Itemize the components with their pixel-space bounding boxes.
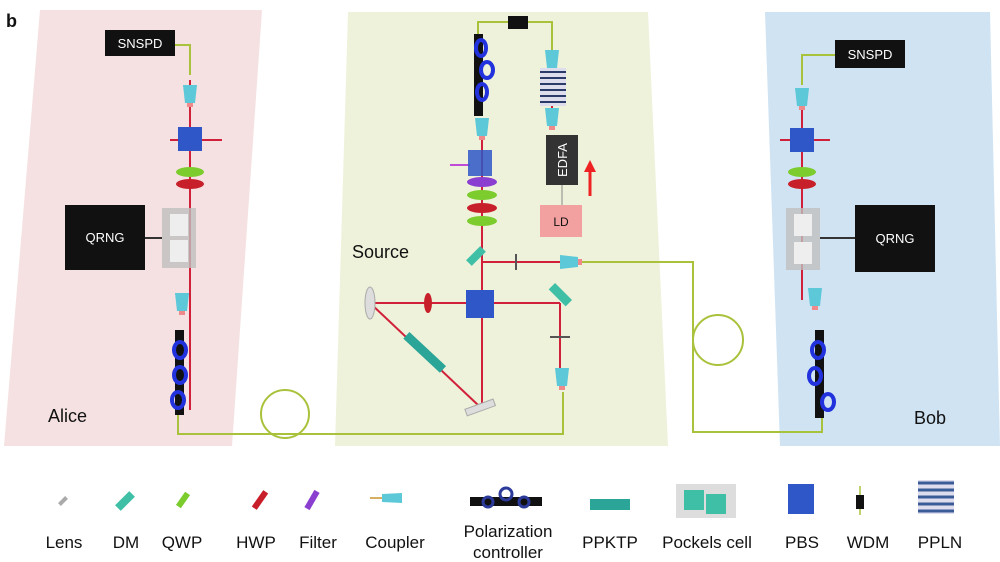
alice-pbs — [178, 127, 202, 151]
figure-label: b — [6, 11, 17, 31]
svg-text:QRNG: QRNG — [876, 231, 915, 246]
legend-label: DM — [113, 533, 139, 552]
alice-qrng — [65, 205, 145, 270]
legend-label: WDM — [847, 533, 889, 552]
legend-label: PBS — [785, 533, 819, 552]
filter-icon — [304, 489, 320, 511]
coupler-icon — [370, 493, 402, 503]
ppln — [540, 68, 566, 106]
dichroic-mirror-icon — [115, 491, 135, 511]
legend-label: Pockels cell — [662, 533, 752, 552]
pbs-icon — [788, 484, 814, 514]
bob-snspd — [835, 40, 905, 68]
wdm-icon — [856, 486, 864, 515]
source-central-pbs — [466, 290, 494, 318]
source-setup: EDFA LD Source — [352, 16, 596, 417]
svg-text:LD: LD — [553, 215, 569, 229]
ppln-icon — [918, 480, 954, 514]
ppktp-crystal-icon — [590, 499, 630, 510]
half-wave-plate-icon — [251, 490, 269, 510]
legend-label: QWP — [162, 533, 203, 552]
legend-label: Filter — [299, 533, 337, 552]
bob-qrng — [855, 205, 935, 272]
legend-label: controller — [473, 543, 543, 562]
svg-text:SNSPD: SNSPD — [848, 47, 893, 62]
legend-label: PPKTP — [582, 533, 638, 552]
polarization-controller-icon — [470, 486, 542, 509]
legend-label: PPLN — [918, 533, 962, 552]
legend-label: Coupler — [365, 533, 425, 552]
legend-label: Polarization — [464, 522, 553, 541]
source-pbs — [468, 150, 492, 176]
bob-setup: SNSPD QRNG Bob — [780, 40, 946, 428]
lens-icon — [58, 496, 68, 506]
bob-pbs — [790, 128, 814, 152]
alice-snspd — [105, 30, 175, 56]
alice-setup: SNSPD QRNG Alice — [48, 30, 222, 426]
fiber-links — [175, 21, 835, 439]
pockels-cell-icon — [676, 484, 736, 518]
svg-text:EDFA: EDFA — [555, 143, 570, 177]
legend-label: Lens — [46, 533, 83, 552]
bob-label: Bob — [914, 408, 946, 428]
arrow-icon — [584, 160, 596, 196]
ppktp — [403, 332, 447, 373]
alice-polarization-controller — [175, 330, 184, 415]
alice-label: Alice — [48, 406, 87, 426]
source-label: Source — [352, 242, 409, 262]
edfa — [546, 135, 578, 185]
source-polarization-controller — [474, 34, 483, 116]
legend-label: HWP — [236, 533, 276, 552]
source-panel — [335, 12, 668, 446]
svg-text:QRNG: QRNG — [86, 230, 125, 245]
quarter-wave-plate-icon — [175, 491, 191, 509]
legend: Lens DM QWP HWP Filter Coupler Polarizat… — [46, 480, 962, 562]
laser-diode — [540, 205, 582, 237]
svg-text:SNSPD: SNSPD — [118, 36, 163, 51]
wdm — [508, 16, 528, 29]
